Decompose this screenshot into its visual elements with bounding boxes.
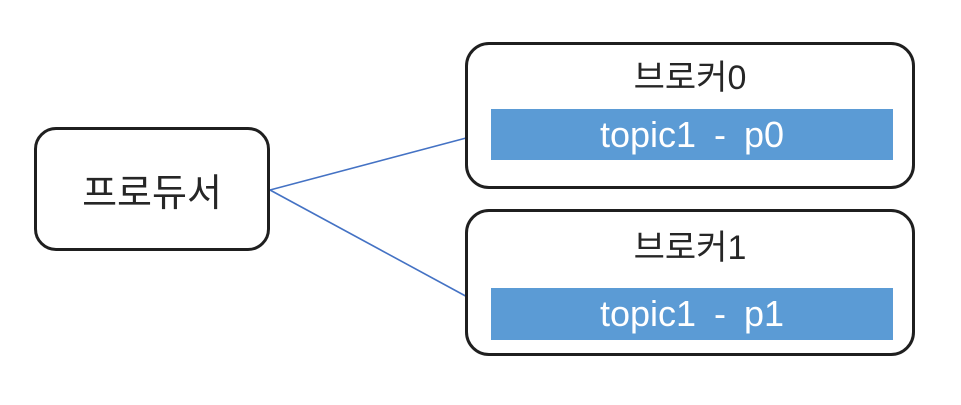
broker1-partition-bar: topic1 - p1 xyxy=(491,288,893,340)
broker0-node: 브로커0 topic1 - p0 xyxy=(465,42,915,189)
producer-label: 프로듀서 xyxy=(82,172,222,215)
broker0-title: 브로커0 xyxy=(633,59,747,97)
broker1-node: 브로커1 topic1 - p1 xyxy=(465,209,915,356)
broker0-partition-bar: topic1 - p0 xyxy=(491,109,893,160)
broker1-partition-label: topic1 - p1 xyxy=(599,293,785,334)
producer-node: 프로듀서 xyxy=(34,127,270,251)
broker0-partition-label: topic1 - p0 xyxy=(599,113,785,155)
arrow-producer-to-broker0 xyxy=(269,131,486,191)
arrow-producer-to-broker1 xyxy=(269,189,485,307)
broker1-title: 브로커1 xyxy=(633,229,747,267)
